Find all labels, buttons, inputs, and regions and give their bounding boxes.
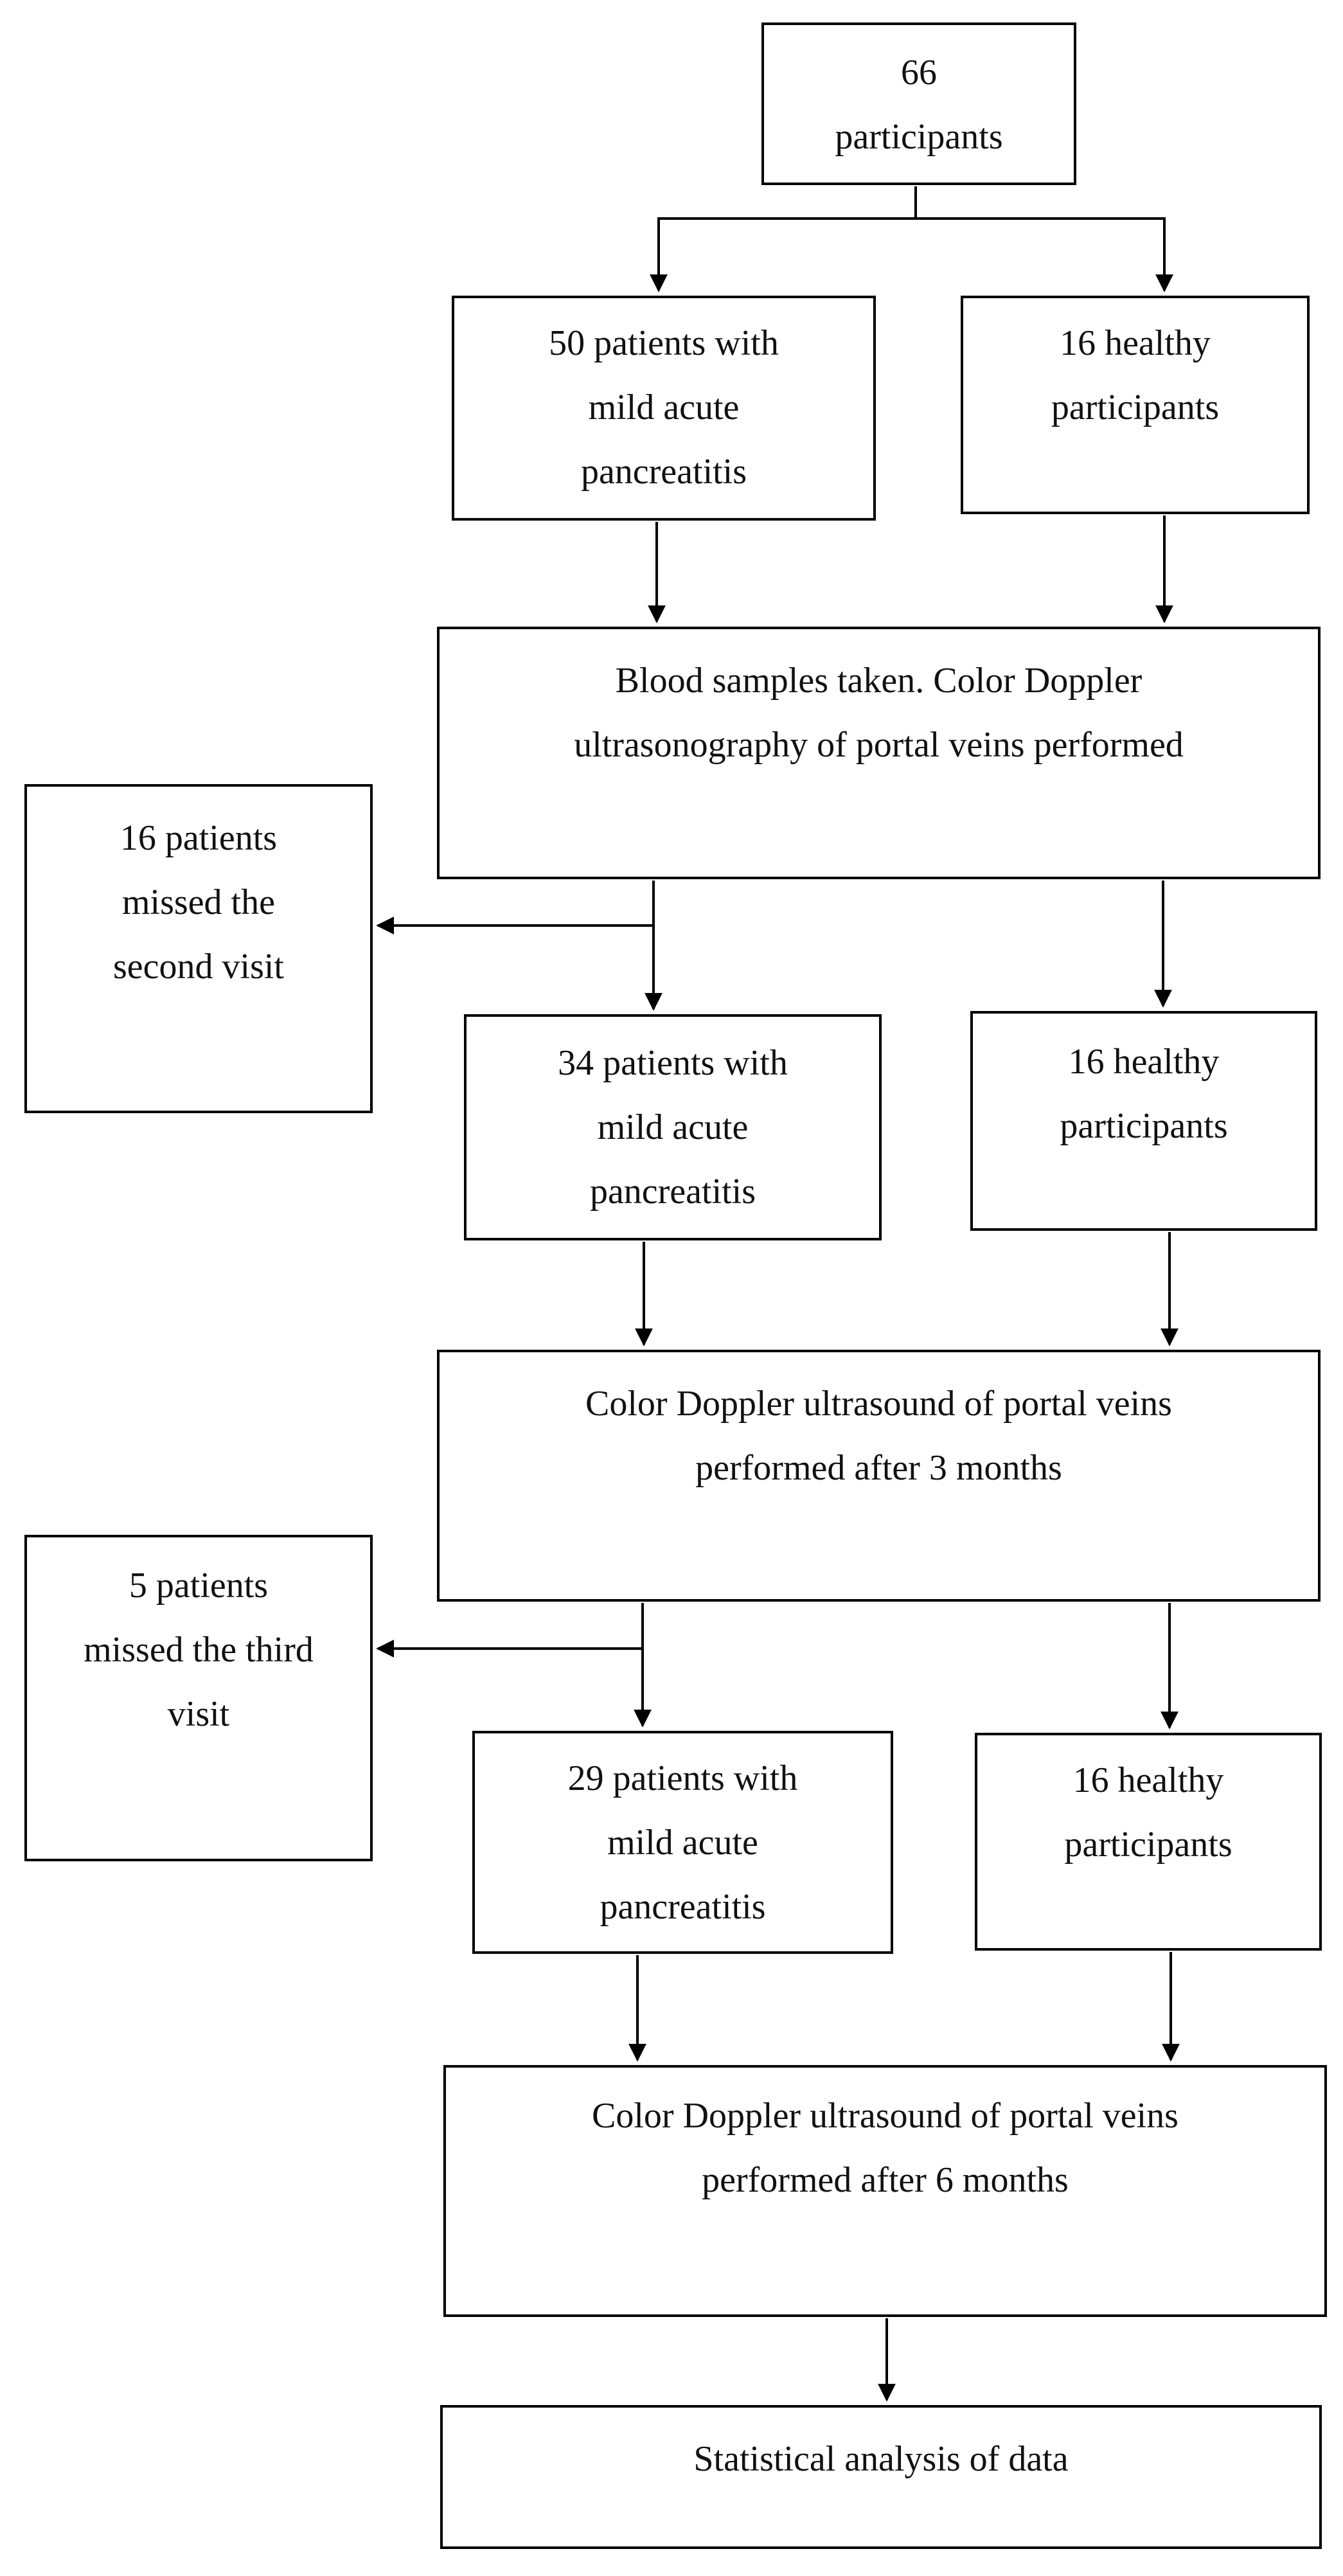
- box-step-1-line-1: Blood samples taken. Color Doppler: [615, 661, 1143, 701]
- box-healthy-3-line-2: participants: [1064, 1825, 1232, 1865]
- box-patients-3: 29 patients with mild acute pancreatitis: [472, 1731, 893, 1954]
- box-dropout-2-line-2: missed the third: [84, 1630, 314, 1670]
- box-step-1-line-2: ultrasonography of portal veins performe…: [574, 725, 1184, 765]
- box-patients-2-line-1: 34 patients with: [558, 1043, 788, 1083]
- box-healthy-2: 16 healthy participants: [970, 1011, 1317, 1231]
- box-step-2-line-1: Color Doppler ultrasound of portal veins: [585, 1384, 1172, 1424]
- box-end: Statistical analysis of data: [440, 2405, 1322, 2549]
- box-dropout-1-line-1: 16 patients: [120, 818, 278, 858]
- box-dropout-2-line-3: visit: [167, 1694, 230, 1734]
- box-dropout-2-line-1: 5 patients: [129, 1566, 269, 1606]
- box-end-line-1: Statistical analysis of data: [693, 2439, 1069, 2479]
- box-healthy-1-line-2: participants: [1051, 388, 1220, 427]
- box-healthy-2-line-1: 16 healthy: [1068, 1042, 1220, 1082]
- box-dropout-1-line-2: missed the: [122, 882, 275, 922]
- box-healthy-2-line-2: participants: [1060, 1106, 1228, 1146]
- box-step-2-line-2: performed after 3 months: [695, 1448, 1062, 1488]
- box-patients-1: 50 patients with mild acute pancreatitis: [452, 296, 876, 521]
- box-healthy-1-line-1: 16 healthy: [1060, 323, 1211, 363]
- box-start: 66 participants: [761, 22, 1076, 185]
- arrow-start-to-healthy-1: [916, 217, 1173, 292]
- box-step-1: Blood samples taken. Color Doppler ultra…: [437, 627, 1321, 879]
- box-healthy-3-line-1: 16 healthy: [1072, 1760, 1224, 1800]
- box-patients-2-line-3: pancreatitis: [589, 1172, 756, 1212]
- box-patients-2: 34 patients with mild acute pancreatitis: [464, 1014, 882, 1240]
- box-patients-1-line-1: 50 patients with: [549, 323, 779, 363]
- box-dropout-2: 5 patients missed the third visit: [24, 1535, 373, 1861]
- box-start-line-1: 66: [901, 53, 937, 93]
- box-healthy-1: 16 healthy participants: [961, 296, 1310, 514]
- box-dropout-1: 16 patients missed the second visit: [24, 784, 373, 1113]
- box-dropout-1-line-3: second visit: [113, 947, 284, 987]
- box-step-3: Color Doppler ultrasound of portal veins…: [443, 2065, 1327, 2317]
- box-step-3-line-1: Color Doppler ultrasound of portal veins: [592, 2096, 1178, 2136]
- box-patients-3-line-3: pancreatitis: [600, 1887, 766, 1927]
- box-patients-1-line-2: mild acute: [588, 388, 740, 427]
- box-patients-3-line-1: 29 patients with: [567, 1758, 798, 1798]
- box-step-3-line-2: performed after 6 months: [702, 2160, 1069, 2200]
- box-patients-2-line-2: mild acute: [597, 1107, 749, 1147]
- box-healthy-3: 16 healthy participants: [975, 1733, 1322, 1951]
- box-step-2: Color Doppler ultrasound of portal veins…: [437, 1350, 1321, 1602]
- box-start-line-2: participants: [835, 117, 1003, 157]
- box-patients-1-line-3: pancreatitis: [580, 452, 747, 492]
- box-patients-3-line-2: mild acute: [607, 1823, 758, 1863]
- arrow-start-to-patients-1: [650, 186, 917, 292]
